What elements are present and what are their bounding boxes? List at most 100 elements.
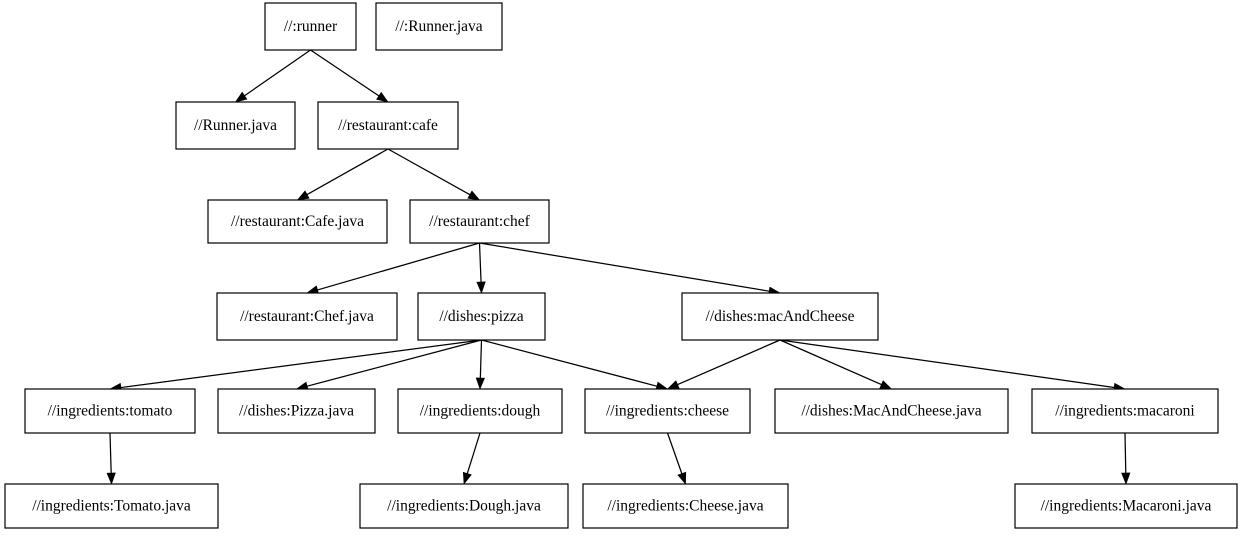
arrowhead-icon	[1121, 472, 1131, 485]
node-label: //ingredients:Cheese.java	[607, 498, 763, 515]
node-restaurant-chef-java[interactable]: //restaurant:Chef.java	[216, 292, 398, 341]
edge-line	[244, 49, 311, 97]
node-label: //ingredients:Macaroni.java	[1041, 498, 1212, 515]
node-box[interactable]	[375, 2, 503, 51]
arrowhead-icon	[296, 190, 310, 201]
node-runner[interactable]: //:runner	[264, 2, 357, 51]
node-restaurant-chef[interactable]: //restaurant:chef	[409, 199, 550, 244]
node-ingredients-dough-java[interactable]: //ingredients:Dough.java	[359, 483, 569, 529]
node-dishes-macandcheese[interactable]: //dishes:macAndCheese	[681, 292, 879, 341]
node-label: //restaurant:chef	[429, 213, 531, 230]
node-dishes-pizza[interactable]: //dishes:pizza	[417, 292, 546, 341]
node-runner-java[interactable]: //:Runner.java	[375, 2, 503, 51]
node-ingredients-dough[interactable]: //ingredients:dough	[397, 388, 563, 434]
node-label: //dishes:MacAndCheese.java	[801, 403, 981, 420]
arrowhead-icon	[376, 91, 389, 103]
node-box[interactable]	[175, 101, 296, 150]
edge-restaurant-cafe-to-restaurant-chef	[387, 148, 481, 201]
node-label: //ingredients:cheese	[606, 403, 729, 420]
edge-line	[779, 339, 882, 386]
edge-line	[481, 339, 658, 387]
edge-runner-to-restaurant-cafe	[310, 49, 389, 103]
node-box[interactable]	[4, 483, 219, 529]
node-box[interactable]	[584, 388, 751, 434]
node-label: //dishes:pizza	[439, 308, 523, 325]
edge-restaurant-chef-to-dishes-macandcheese	[479, 242, 781, 296]
node-label: //:runner	[284, 18, 338, 35]
edge-line	[677, 339, 781, 386]
edge-line	[1124, 432, 1127, 474]
edge-line	[387, 148, 471, 196]
edge-ingredients-dough-to-ingredients-dough-java	[462, 432, 481, 485]
edge-restaurant-chef-to-dishes-pizza	[476, 242, 486, 294]
arrowhead-icon	[462, 471, 472, 485]
node-label: //ingredients:tomato	[48, 403, 173, 420]
node-box[interactable]	[216, 292, 398, 341]
edge-ingredients-tomato-to-ingredients-tomato-java	[106, 432, 116, 485]
node-label: //restaurant:cafe	[338, 117, 438, 134]
edge-line	[109, 432, 112, 474]
node-box[interactable]	[774, 388, 1009, 434]
edge-restaurant-cafe-to-restaurant-cafe-java	[296, 148, 389, 201]
node-box[interactable]	[397, 388, 563, 434]
node-box[interactable]	[417, 292, 546, 341]
edge-line	[306, 339, 482, 387]
node-box[interactable]	[359, 483, 569, 529]
edge-dishes-pizza-to-ingredients-dough	[475, 339, 485, 390]
node-runner-java[interactable]: //Runner.java	[175, 101, 296, 150]
node-label: //ingredients:Tomato.java	[32, 498, 191, 515]
node-ingredients-cheese-java[interactable]: //ingredients:Cheese.java	[582, 483, 789, 529]
node-box[interactable]	[24, 388, 196, 434]
node-box[interactable]	[317, 101, 459, 150]
edge-layer	[106, 49, 1131, 485]
arrowhead-icon	[677, 471, 687, 485]
node-label: //restaurant:Cafe.java	[231, 213, 364, 230]
edge-line	[466, 432, 481, 474]
arrowhead-icon	[106, 472, 116, 485]
node-layer: //:runner //:Runner.java //Runner.java //re…	[4, 2, 1238, 529]
node-box[interactable]	[264, 2, 357, 51]
edge-line	[310, 49, 380, 97]
node-label: //ingredients:Dough.java	[387, 498, 541, 515]
edge-line	[306, 148, 389, 196]
node-label: //ingredients:dough	[420, 403, 541, 420]
arrowhead-icon	[467, 190, 481, 201]
node-dishes-pizza-java[interactable]: //dishes:Pizza.java	[217, 388, 376, 434]
edge-runner-to-runner-java	[234, 49, 311, 103]
node-ingredients-macaroni-java[interactable]: //ingredients:Macaroni.java	[1014, 483, 1238, 529]
node-box[interactable]	[207, 199, 388, 244]
arrowhead-icon	[666, 380, 680, 390]
node-ingredients-tomato-java[interactable]: //ingredients:Tomato.java	[4, 483, 219, 529]
edge-line	[479, 242, 770, 292]
arrowhead-icon	[476, 281, 486, 294]
edge-line	[120, 339, 482, 389]
arrowhead-icon	[879, 380, 893, 390]
edge-dishes-macandcheese-to-ingredients-macaroni	[779, 339, 1126, 392]
edge-dishes-pizza-to-ingredients-tomato	[109, 339, 482, 393]
node-ingredients-cheese[interactable]: //ingredients:cheese	[584, 388, 751, 434]
node-label: //restaurant:Chef.java	[240, 308, 374, 325]
arrowhead-icon	[475, 377, 485, 390]
node-restaurant-cafe[interactable]: //restaurant:cafe	[317, 101, 459, 150]
node-label: //:Runner.java	[395, 18, 483, 35]
node-box[interactable]	[1014, 483, 1238, 529]
node-box[interactable]	[582, 483, 789, 529]
edge-line	[666, 432, 683, 474]
node-label: //ingredients:macaroni	[1055, 403, 1195, 420]
edge-restaurant-chef-to-restaurant-chef-java	[306, 242, 480, 295]
node-box[interactable]	[681, 292, 879, 341]
edge-dishes-macandcheese-to-ingredients-cheese	[666, 339, 781, 390]
node-box[interactable]	[409, 199, 550, 244]
node-ingredients-macaroni[interactable]: //ingredients:macaroni	[1031, 388, 1219, 434]
edge-line	[479, 339, 483, 379]
node-restaurant-cafe-java[interactable]: //restaurant:Cafe.java	[207, 199, 388, 244]
node-label: //dishes:macAndCheese	[706, 308, 855, 325]
edge-line	[478, 242, 482, 283]
node-box[interactable]	[1031, 388, 1219, 434]
node-ingredients-tomato[interactable]: //ingredients:tomato	[24, 388, 196, 434]
node-label: //dishes:Pizza.java	[239, 403, 354, 420]
node-box[interactable]	[217, 388, 376, 434]
node-dishes-macandcheese-java[interactable]: //dishes:MacAndCheese.java	[774, 388, 1009, 434]
